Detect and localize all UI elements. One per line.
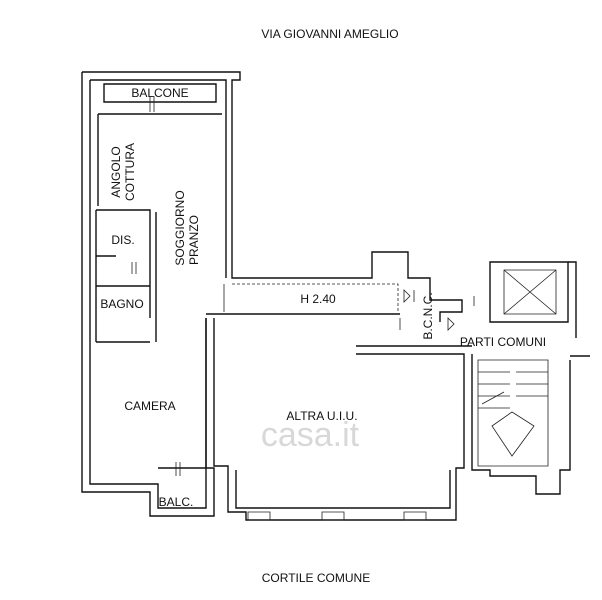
label-soggiorno: SOGGIORNO: [173, 190, 187, 265]
label-bagno: BAGNO: [100, 297, 143, 311]
label-pranzo: PRANZO: [187, 215, 201, 265]
label-balcone: BALCONE: [131, 86, 188, 100]
watermark-logo: casa.it: [261, 416, 360, 454]
label-parti-comuni: PARTI COMUNI: [460, 335, 546, 349]
label-bcnc: B.C.N.C.: [421, 292, 435, 339]
bcnc-marks: [399, 289, 475, 331]
label-altra-uiu: ALTRA U.I.U.: [286, 409, 357, 423]
label-camera: CAMERA: [124, 399, 175, 413]
other-unit: [205, 318, 472, 521]
label-balc: BALC.: [159, 495, 194, 509]
common-parts: [471, 261, 590, 495]
street-bottom-label: CORTILE COMUNE: [262, 571, 370, 585]
label-angolo: ANGOLO: [109, 146, 123, 197]
apartment-walls: [81, 71, 463, 517]
label-cottura: COTTURA: [123, 143, 137, 201]
street-top-label: VIA GIOVANNI AMEGLIO: [261, 27, 398, 41]
label-dis: DIS.: [111, 233, 134, 247]
corridor: [206, 283, 400, 315]
label-height: H 2.40: [300, 292, 336, 306]
